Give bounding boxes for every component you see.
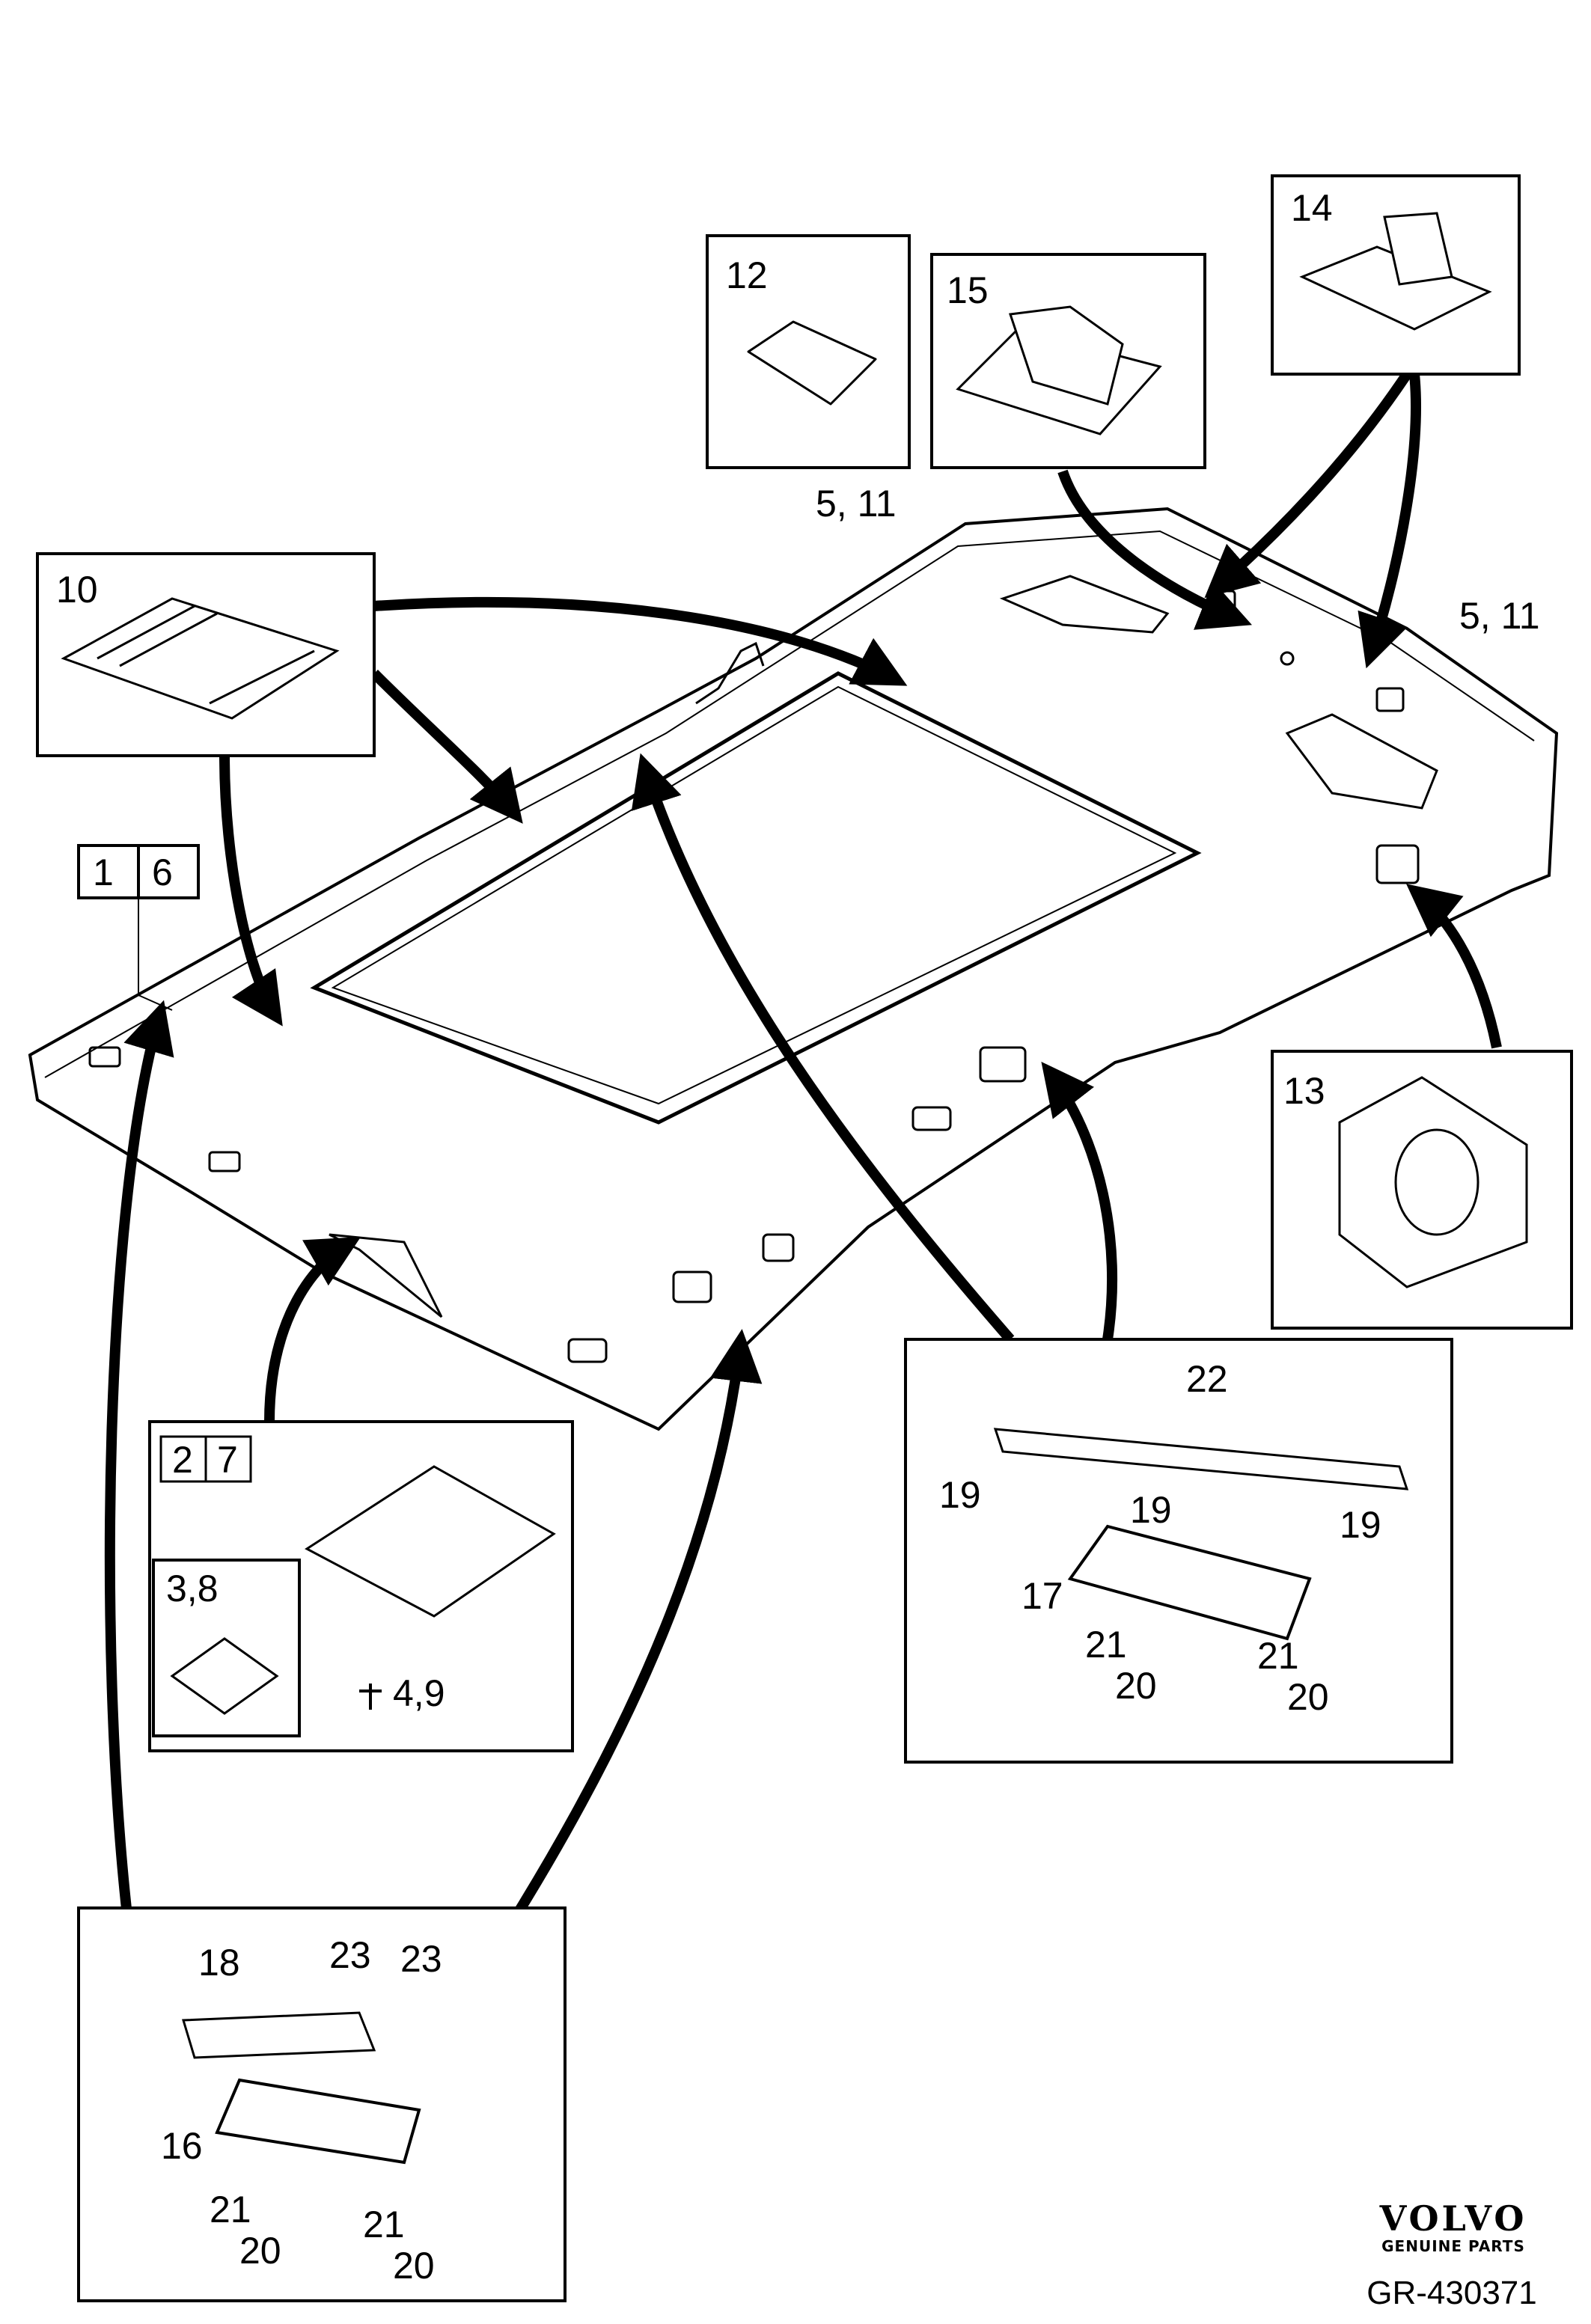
label-21-b: 21: [1257, 1635, 1299, 1677]
box-15: [930, 253, 1206, 469]
label-14: 14: [1291, 187, 1333, 229]
volvo-logo: VOLVO: [1379, 2198, 1527, 2239]
label-17: 17: [1022, 1575, 1063, 1617]
box-12: [706, 234, 911, 469]
clip-recess-rear: [1375, 844, 1420, 884]
label-12: 12: [726, 254, 768, 296]
grab-handle-recess-front: [672, 1270, 712, 1303]
label-21-a: 21: [1085, 1624, 1127, 1666]
dome-light-opening-front: [999, 575, 1170, 634]
label-16: 16: [161, 2125, 203, 2167]
label-3-8: 3,8: [166, 1568, 219, 1609]
label-4-9: 4,9: [393, 1672, 445, 1714]
label-19-a: 19: [939, 1474, 981, 1516]
label-19-c: 19: [1340, 1504, 1381, 1546]
label-5-11-rear: 5, 11: [1459, 595, 1540, 637]
label-20-d: 20: [393, 2245, 435, 2287]
genuine-parts-text: GENUINE PARTS: [1381, 2237, 1525, 2255]
box-14: [1271, 174, 1521, 376]
box-13: [1271, 1050, 1573, 1330]
label-23-b: 23: [400, 1938, 442, 1980]
label-5-11-front: 5, 11: [816, 483, 897, 525]
label-20-b: 20: [1287, 1676, 1329, 1718]
label-21-d: 21: [363, 2204, 405, 2245]
label-15: 15: [947, 269, 989, 311]
label-20-c: 20: [239, 2230, 281, 2272]
label-18: 18: [198, 1942, 240, 1984]
label-23-a: 23: [329, 1934, 371, 1976]
label-13: 13: [1283, 1070, 1325, 1112]
box-22: [904, 1338, 1453, 1764]
box-10: [36, 552, 376, 757]
label-20-a: 20: [1115, 1665, 1157, 1707]
box-2-7: [148, 1420, 574, 1752]
box-1-6: [77, 844, 200, 1011]
label-1: 1: [93, 851, 114, 893]
dome-light-opening-rear: [1285, 713, 1438, 810]
label-6: 6: [152, 851, 173, 893]
grab-handle-recess-left: [979, 1046, 1027, 1083]
label-7: 7: [217, 1439, 238, 1481]
label-22: 22: [1186, 1358, 1228, 1400]
reference-code: GR-430371: [1366, 2275, 1537, 2311]
label-10: 10: [56, 569, 98, 611]
headliner-features: [88, 575, 1438, 1363]
label-19-b: 19: [1130, 1489, 1172, 1531]
connector-arrows: [104, 371, 1502, 1918]
label-21-c: 21: [210, 2189, 251, 2230]
box-16-18: [77, 1906, 567, 2302]
callout-labels: 1 6 2 7 3,8 4,9 5, 11 5, 11 10 12 13 14 …: [56, 187, 1540, 2287]
label-2: 2: [172, 1439, 193, 1481]
